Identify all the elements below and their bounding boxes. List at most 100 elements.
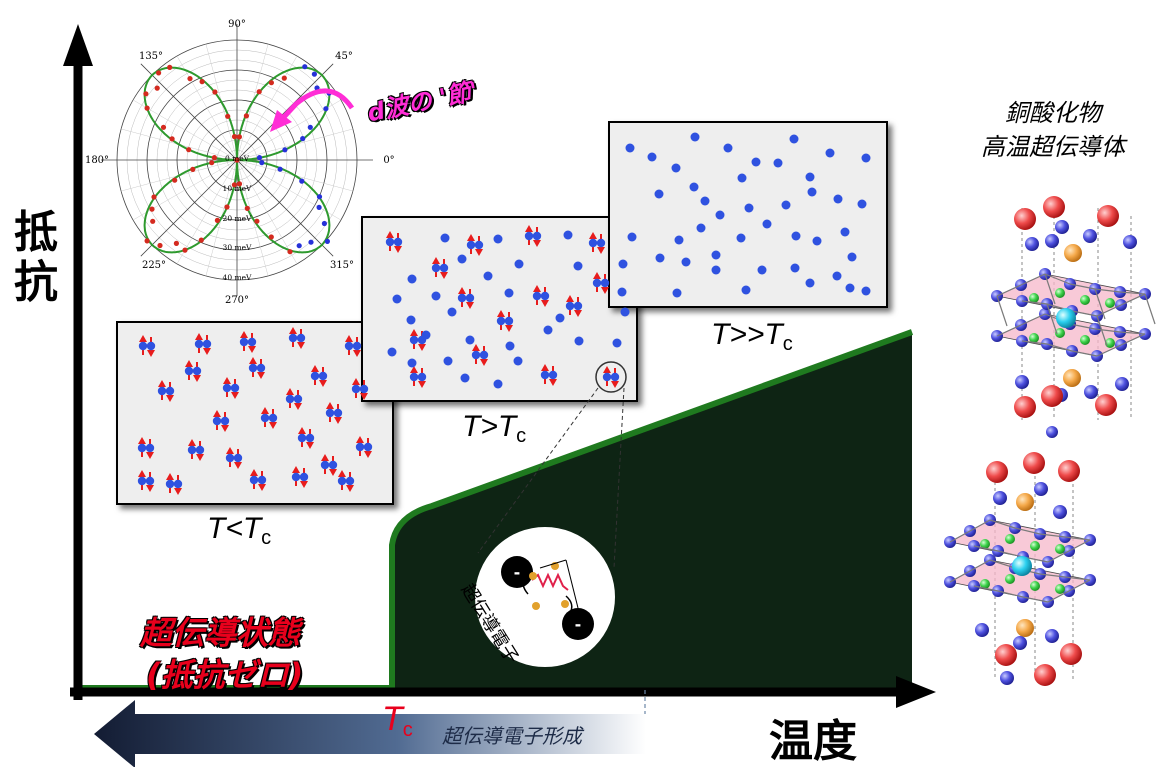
crystal-atom: [1013, 636, 1027, 650]
free-electron-mark: [620, 307, 630, 317]
cooper-pair-mark: [288, 327, 306, 349]
y-axis-label: 抵抗: [14, 207, 58, 308]
crystal-atom: [995, 644, 1017, 666]
resistance-curve: [78, 329, 914, 691]
cooper-pair-mark: [588, 232, 606, 254]
crystal-atom: [1080, 295, 1090, 305]
cooper-pair-mark: [137, 470, 155, 492]
superconducting-state-subtitle: (抵抗ゼロ): [146, 656, 304, 694]
cooper-pair-mark: [471, 344, 489, 366]
cooper-pairs-mid: [385, 225, 620, 388]
dwave-data-points: [143, 64, 332, 255]
cooper-pair-mark: [457, 287, 475, 309]
crystal-atom: [1034, 482, 1048, 496]
free-electron-mark: [555, 313, 565, 323]
free-electron-mark: [457, 254, 467, 264]
zoom-line-right: [613, 387, 625, 569]
x-axis-arrowhead: [896, 676, 936, 708]
free-electron-mark: [751, 157, 761, 167]
cooper-pair-mark: [351, 378, 369, 400]
polar-grid: [101, 24, 373, 296]
crystal-atom: [1014, 208, 1036, 230]
crystal-atom: [1084, 385, 1098, 399]
cooper-pair-mark: [285, 388, 303, 410]
crystal-atom: [975, 623, 989, 637]
crystal-atom: [1063, 369, 1081, 387]
crystal-atom: [1045, 629, 1059, 643]
free-electron-mark: [612, 338, 622, 348]
cooper-pair-mark: [137, 437, 155, 459]
free-electron-mark: [696, 223, 706, 233]
cooper-pair-mark: [260, 407, 278, 429]
cuprate-crystal-structure: [944, 196, 1156, 686]
free-electron-mark: [647, 152, 657, 162]
free-electron-mark: [387, 347, 397, 357]
free-electron-mark: [440, 233, 450, 243]
crystal-atom: [1097, 205, 1119, 227]
crystal-atom: [1030, 581, 1040, 591]
crystal-atom: [1029, 293, 1039, 303]
cooper-pair-mark: [496, 310, 514, 332]
cooper-pair-mark: [222, 377, 240, 399]
crystal-atom: [1123, 235, 1137, 249]
superconducting-state-title: 超伝導状態: [140, 614, 301, 652]
cooper-pair-mark: [138, 335, 156, 357]
cooper-pair-mark: [431, 257, 449, 279]
cooper-pair-diagram: - -: [501, 556, 594, 640]
free-electron-mark: [504, 288, 514, 298]
polar-plot: 90° 45° 0° 315° 270° 225° 180° 135° 0 me…: [85, 19, 395, 306]
free-electron-mark: [671, 163, 681, 173]
cooper-pair-mark: [184, 360, 202, 382]
zoom-line-left: [477, 387, 599, 554]
free-electron-mark: [406, 315, 416, 325]
free-electron-mark: [617, 287, 627, 297]
cooper-pair-mark: [355, 436, 373, 458]
free-electron-mark: [505, 341, 515, 351]
free-electron-mark: [700, 196, 710, 206]
crystal-atom: [1080, 335, 1090, 345]
cooper-pair-mark: [297, 427, 315, 449]
free-electron-mark: [789, 134, 799, 144]
angle-label-135: 135°: [139, 51, 163, 62]
cooper-pair-mark: [385, 231, 403, 253]
panel-high-temp: [608, 121, 888, 308]
free-electron-mark: [493, 379, 503, 389]
tc-label: Tc: [382, 700, 413, 741]
cooper-pair-mark: [248, 357, 266, 379]
cooper-pair-mark: [212, 410, 230, 432]
angle-label-225: 225°: [142, 260, 166, 271]
cuprate-title-line1: 銅酸化物: [1005, 99, 1101, 127]
panel-label-high: T>>Tc: [711, 318, 793, 355]
radial-label-20: 20 meV: [223, 214, 252, 223]
x-axis-label: 温度: [769, 716, 857, 767]
free-electron-mark: [674, 235, 684, 245]
cooper-pair-mark: [249, 469, 267, 491]
free-electron-mark: [407, 274, 417, 284]
crystal-atom: [1064, 244, 1082, 262]
crystal-atom: [1105, 338, 1115, 348]
free-electron-mark: [744, 203, 754, 213]
crystal-atom: [1046, 426, 1058, 438]
angle-label-180: 180°: [85, 155, 109, 166]
crystal-atom: [1055, 288, 1065, 298]
free-electron-mark: [447, 307, 457, 317]
free-electron-mark: [833, 194, 843, 204]
y-axis-arrowhead: [63, 24, 93, 66]
free-electron-mark: [654, 189, 664, 199]
angle-label-90: 90°: [228, 19, 246, 30]
free-electron-mark: [790, 263, 800, 273]
magnifier-ring: [595, 361, 627, 393]
crystal-atom: [1023, 452, 1045, 474]
angle-label-0: 0°: [383, 155, 394, 166]
free-electron-mark: [847, 252, 857, 262]
free-electron-mark: [807, 187, 817, 197]
free-electron-mark: [431, 291, 441, 301]
panel-mid-temp: [361, 216, 638, 402]
crystal-atom: [1105, 298, 1115, 308]
free-electron-mark: [773, 158, 783, 168]
free-electron-mark: [465, 335, 475, 345]
panel-label-mid: T>Tc: [462, 410, 527, 447]
crystal-atom: [1016, 493, 1034, 511]
cooper-pair-mark: [165, 473, 183, 495]
free-electron-mark: [483, 271, 493, 281]
